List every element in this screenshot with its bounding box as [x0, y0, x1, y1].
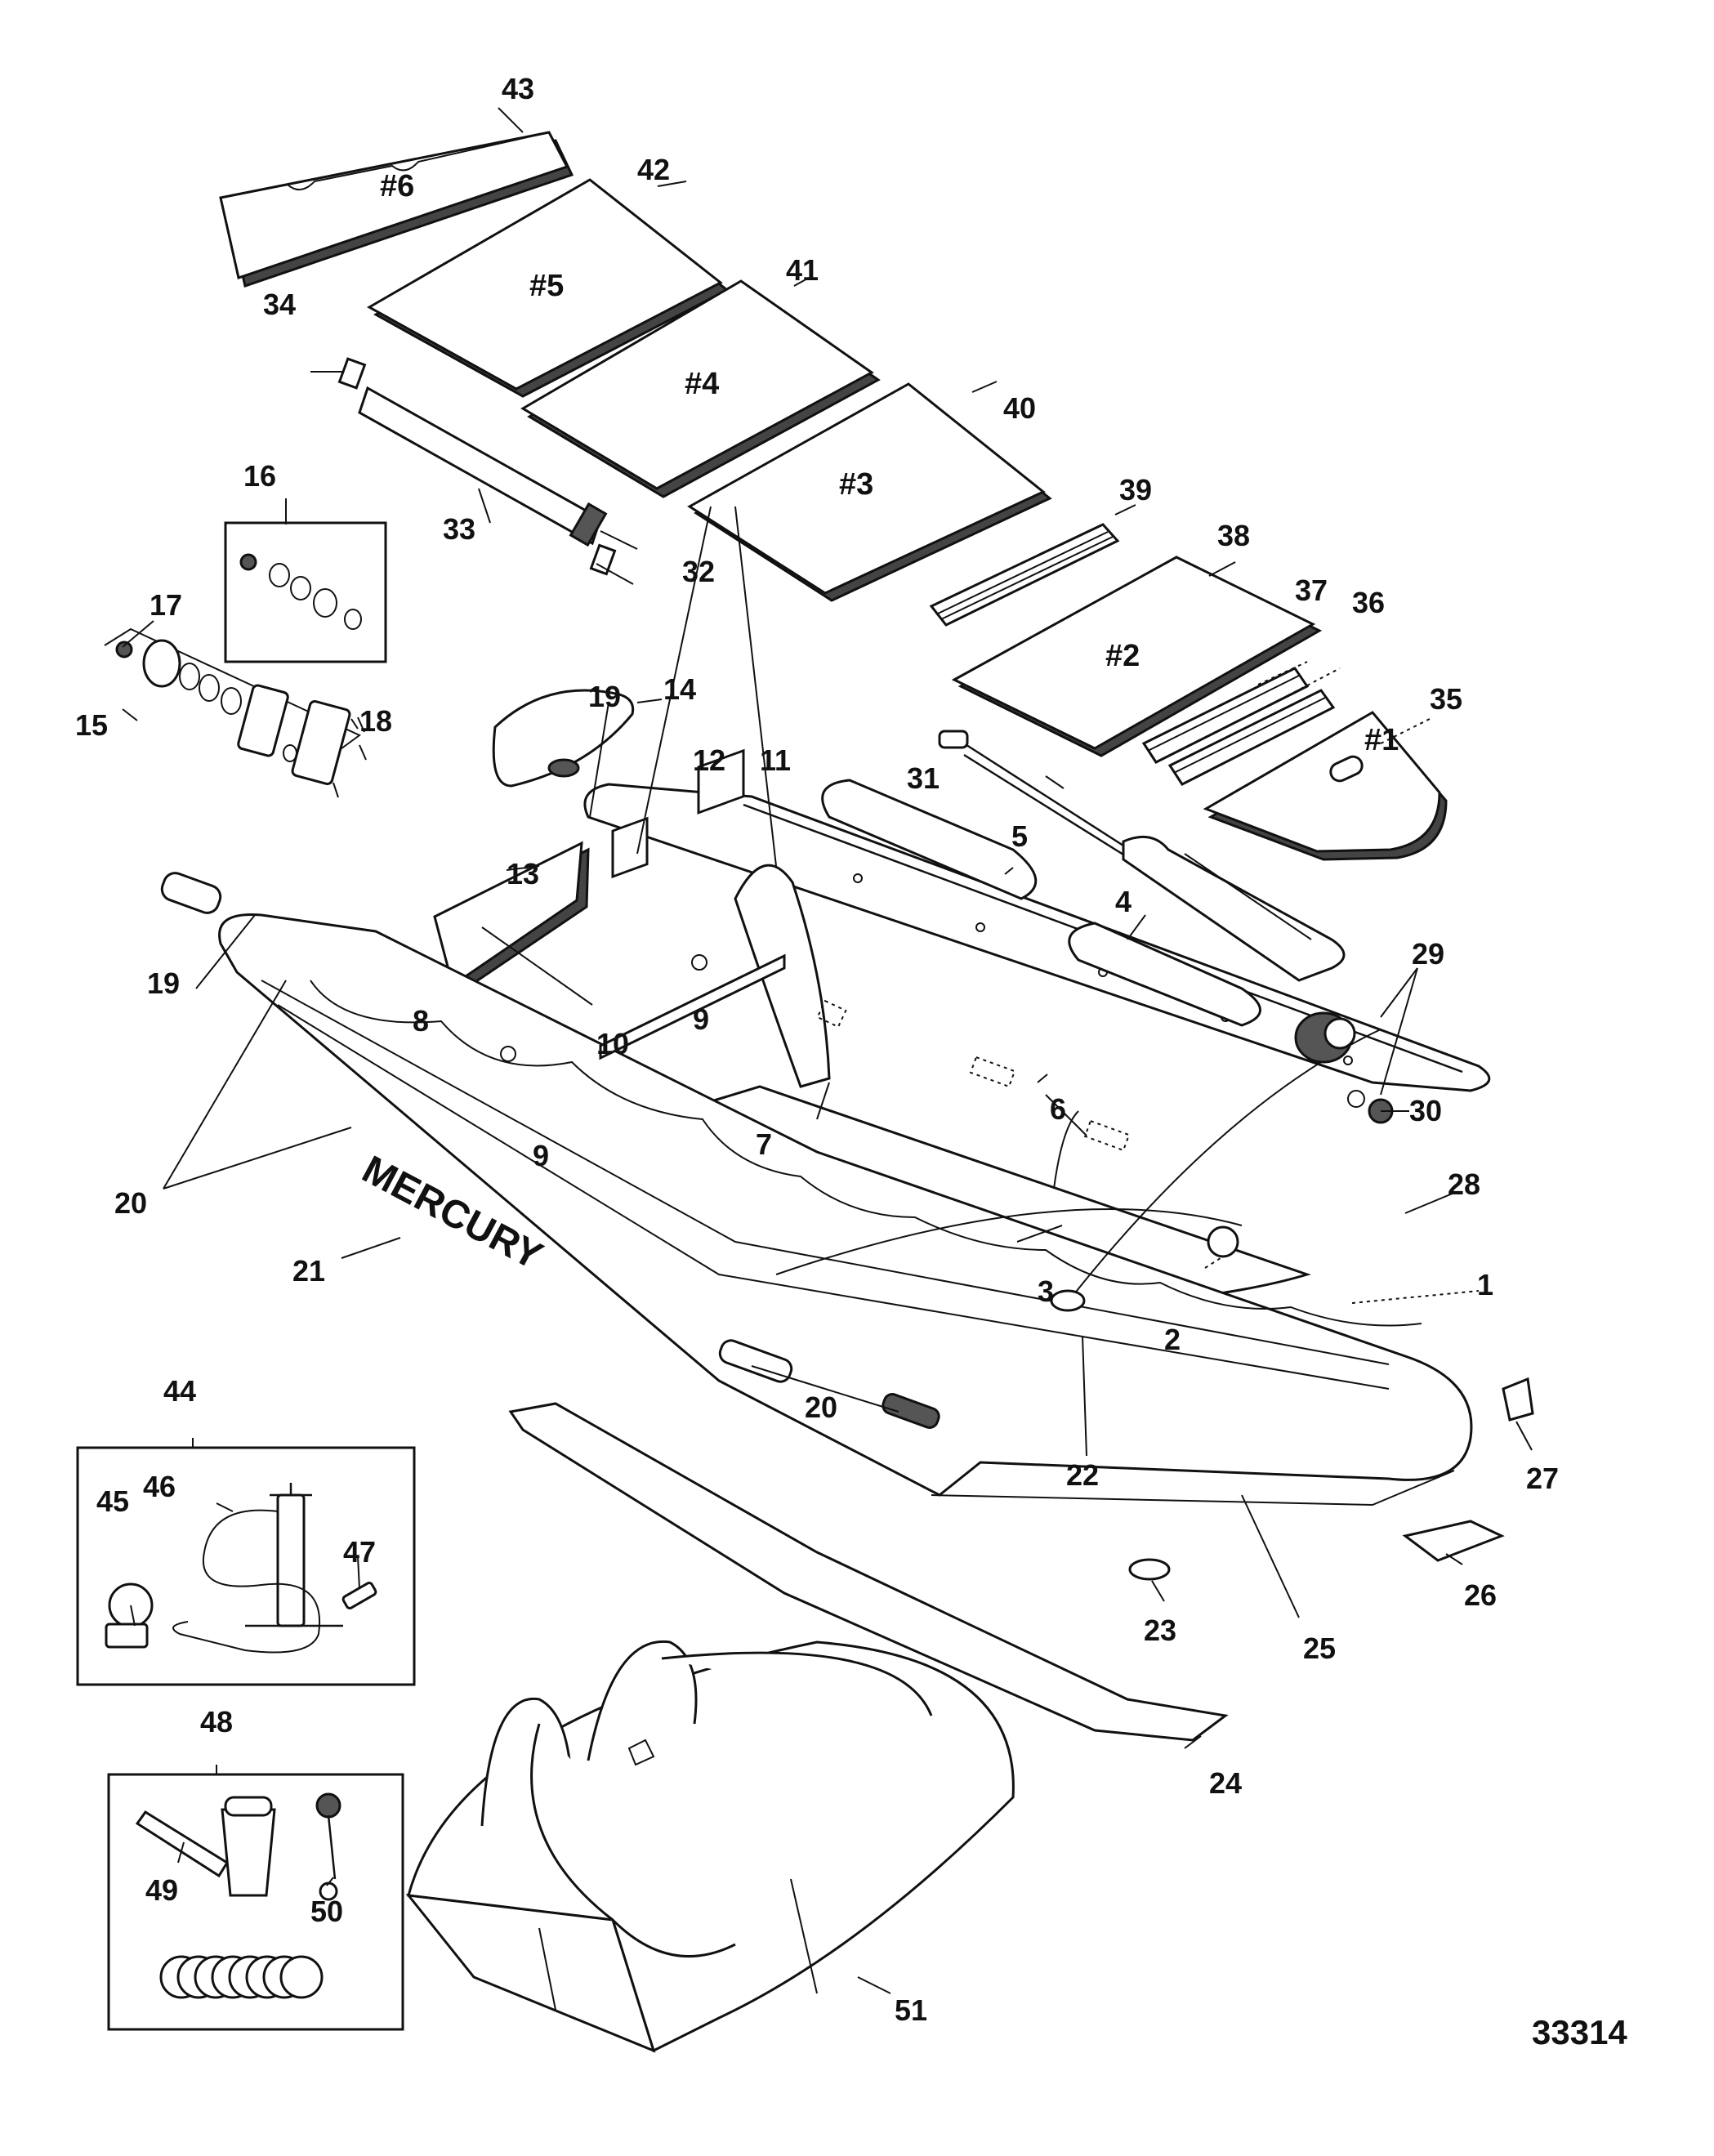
callout-43: 43: [502, 72, 534, 105]
callout-32: 32: [682, 555, 715, 588]
valve-kit-box-16: [224, 521, 387, 663]
seat-thwart-33: [337, 357, 638, 576]
callout-12: 12: [693, 743, 725, 777]
callout-18: 18: [359, 704, 392, 738]
callout-47: 47: [343, 1535, 376, 1569]
repair-strip-5: [821, 779, 1038, 900]
callout-8: 8: [413, 1004, 429, 1038]
oar-31: [938, 730, 1346, 982]
repair-strip-4: [1068, 922, 1261, 1027]
keel-strip-24: [508, 1402, 1229, 1742]
floor-panel-5: #5: [366, 178, 730, 398]
callout-2: 2: [1164, 1323, 1181, 1356]
stringer-39: [929, 523, 1120, 627]
callout-50: 50: [310, 1895, 343, 1928]
seat-bag-14: [492, 689, 635, 788]
callout-19-lower: 19: [147, 966, 180, 1000]
callout-19-upper: 19: [588, 680, 621, 713]
pump-kit-44-parts: [105, 1483, 377, 1654]
callout-6: 6: [1050, 1092, 1066, 1126]
svg-text:#4: #4: [685, 367, 719, 401]
callout-20-left: 20: [114, 1186, 147, 1220]
repair-kit-box-48: [107, 1773, 404, 2031]
floor-panel-2: #2: [951, 556, 1323, 757]
callout-9-lower: 9: [533, 1139, 549, 1172]
callout-21: 21: [292, 1254, 325, 1288]
callout-24: 24: [1209, 1766, 1242, 1800]
transom-mount-27: [1502, 1377, 1534, 1422]
stringer-37: [1141, 667, 1310, 764]
callout-1: 1: [1477, 1268, 1493, 1301]
callout-17: 17: [150, 588, 182, 622]
callout-40: 40: [1003, 391, 1036, 425]
callout-30: 30: [1409, 1094, 1442, 1127]
callout-20-right: 20: [805, 1390, 837, 1424]
callout-9-upper: 9: [693, 1002, 709, 1036]
transom-drain-15-parts: [104, 627, 367, 798]
callout-34: 34: [263, 288, 296, 321]
carry-bag-51: [405, 1640, 1015, 2053]
callout-37: 37: [1295, 574, 1328, 607]
svg-text:#1: #1: [1364, 723, 1399, 757]
floor-panel-4: #4: [520, 279, 881, 498]
stringer-36: [1167, 689, 1336, 786]
svg-text:#6: #6: [380, 169, 414, 203]
transom-board-13: [433, 841, 590, 994]
callout-35: 35: [1430, 682, 1462, 716]
figure-number: 33314: [1532, 2013, 1627, 2051]
callout-41: 41: [786, 253, 819, 287]
callout-10: 10: [596, 1027, 629, 1060]
callout-14: 14: [663, 672, 696, 706]
callout-28: 28: [1448, 1167, 1480, 1201]
callout-26: 26: [1464, 1578, 1497, 1612]
callout-38: 38: [1217, 519, 1250, 552]
callout-27: 27: [1526, 1462, 1559, 1495]
svg-text:#2: #2: [1105, 639, 1140, 673]
callout-31: 31: [907, 761, 940, 795]
floor-panel-3: #3: [687, 382, 1052, 602]
callout-46: 46: [143, 1470, 176, 1503]
callout-numbers: 1 2 3 4 5 6 7 8 9 9 10 11 12 13 14 15 16…: [75, 72, 1559, 2027]
callout-15: 15: [75, 708, 108, 742]
floor-panel-6: #6: [219, 131, 574, 288]
callout-49: 49: [145, 1873, 178, 1907]
callout-3: 3: [1038, 1274, 1054, 1308]
callout-25: 25: [1303, 1632, 1336, 1665]
repair-kit-48-parts: [135, 1792, 341, 1999]
callout-5: 5: [1011, 819, 1028, 853]
floor-panel-1-bow: #1: [1203, 711, 1448, 861]
floor-fittings: [500, 748, 1131, 1152]
callout-4: 4: [1115, 885, 1132, 918]
svg-text:#5: #5: [529, 269, 564, 303]
callout-39: 39: [1119, 473, 1152, 507]
inflation-valve-29: [1294, 1011, 1394, 1124]
carry-handle-20: [160, 872, 222, 914]
callout-7: 7: [756, 1127, 772, 1161]
callout-11: 11: [760, 743, 791, 777]
callout-48: 48: [200, 1705, 233, 1739]
callout-16: 16: [243, 459, 276, 493]
svg-text:#3: #3: [839, 467, 873, 502]
pump-kit-box-44: [76, 1446, 416, 1686]
valve-kit-16-parts: [239, 553, 362, 630]
callout-13: 13: [507, 857, 539, 891]
callout-29: 29: [1412, 937, 1444, 971]
callout-22: 22: [1066, 1458, 1099, 1492]
leader-lines: [122, 107, 1533, 1994]
callout-23: 23: [1144, 1614, 1176, 1647]
callout-51: 51: [895, 1993, 927, 2027]
callout-44: 44: [163, 1374, 196, 1408]
callout-33: 33: [443, 512, 475, 546]
callout-36: 36: [1352, 586, 1385, 619]
callout-45: 45: [96, 1484, 129, 1518]
callout-42: 42: [637, 153, 670, 186]
inflatable-hull: MERCURY: [218, 783, 1505, 1581]
